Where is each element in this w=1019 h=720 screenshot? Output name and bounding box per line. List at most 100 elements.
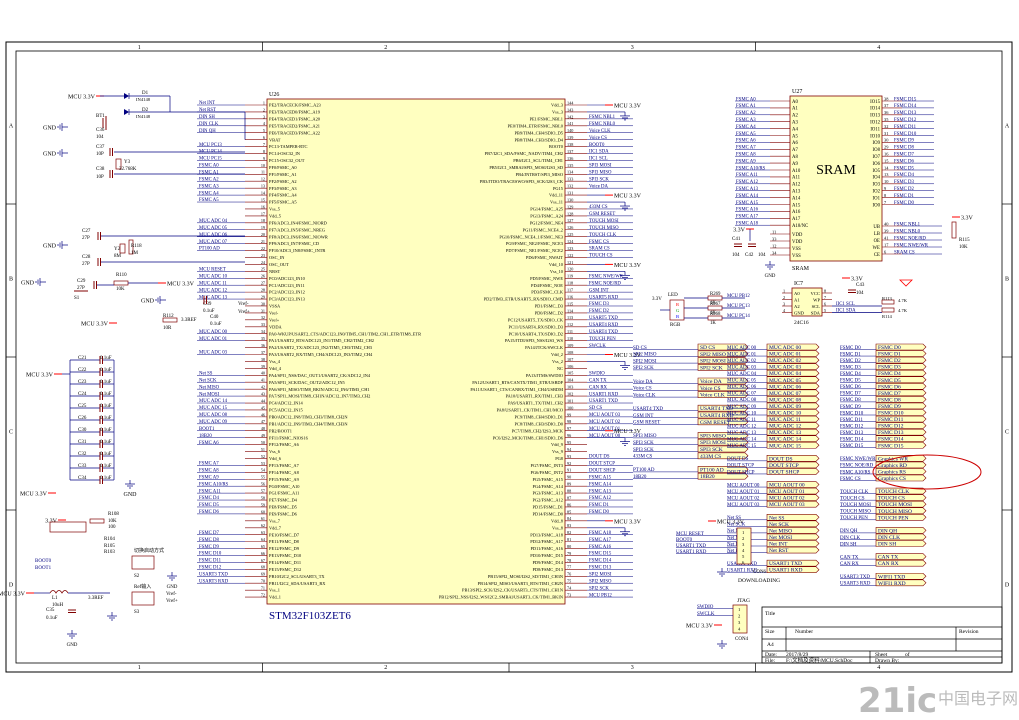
r108-resistor	[89, 518, 105, 524]
con6-net: USART1 TXD	[676, 544, 706, 549]
sram-pin-num: 31	[884, 131, 888, 136]
mcu-pin-num: 31	[261, 308, 265, 313]
net-flag-label: WIFI1 TXD	[878, 574, 905, 580]
mcu-pin-num: 92	[567, 461, 571, 466]
frame-row-right: A	[1005, 124, 1010, 130]
net-flag-label: MUC ADC 09	[769, 404, 801, 410]
gnd-symbol	[717, 640, 727, 649]
netmap-c-net: DIN QH	[840, 529, 858, 534]
decap-cap	[99, 392, 103, 400]
mcu-net-label: SPI3 MISO	[589, 171, 612, 176]
mcu-pin-label: PC10/USART4_TX/SDIO_D2	[509, 331, 563, 336]
mcu-pin-num: 143	[567, 107, 573, 112]
mcu-net-label: SPI2 MOSI	[589, 572, 612, 577]
vref-minus-label: Vref-	[166, 592, 177, 597]
mcu-pin-label: PG8	[555, 456, 564, 461]
mcu-pin-label: PB12/SPI2_NSS/I2S2_WS/I2C2_SMBAl/USART3_…	[439, 595, 564, 600]
net-flag-shape	[875, 350, 927, 357]
mcu-pin-label: PB6/I2C1_SCL/TIM4_CH1	[513, 158, 563, 163]
sram-pin-label: A12	[792, 183, 801, 188]
mcu-pin-label: PD7/FSMC_NE1/FSMC_NCE2	[506, 248, 563, 253]
decap-cap	[99, 452, 103, 460]
mcu-pin-label: PF12/FSMC_A6	[269, 442, 300, 447]
netmap-c-flag: FSMC D11	[875, 415, 927, 423]
mcu-pin-num: 133	[567, 177, 573, 182]
netmap-c-net: FSMC D3	[840, 365, 861, 370]
mcu-pin-label: PA2/USART2_TX/ADC123_IN2/TIM5_CH3/TIM2_C…	[269, 345, 373, 350]
mcu-pin-label: PG15	[553, 186, 564, 191]
net-flag-shape	[875, 402, 927, 410]
netmap-c-flag: FSMC D13	[875, 428, 927, 436]
con6-title: DOWNLOADING	[738, 578, 780, 584]
con6-net: USART1 RXD	[676, 550, 707, 555]
eeprom-ref: IC7	[794, 281, 803, 287]
tb-file-value: F:\文档及资料\MCU.SchDoc	[786, 656, 853, 664]
net-flag-label: TOUCH PEN	[878, 515, 909, 521]
sram-pin-num: 13	[884, 172, 889, 177]
netmap-b-net: MCU AOUT 00	[727, 483, 760, 488]
decap-ref: C34	[78, 476, 87, 481]
netmap-b-net: Net INT	[727, 542, 744, 547]
netmap-c-flag: Graphics WR	[875, 455, 927, 462]
mcu-pin-label: PC12/USART5_TX/SDIO_CK	[508, 317, 564, 322]
frame-col-top: 1	[138, 45, 141, 51]
mcu-net-label: MCU PC13	[199, 143, 222, 148]
mcu-net-label: DOUT SHCP	[589, 469, 616, 474]
y2-ref: Y2	[114, 247, 121, 252]
sram-net-label: FSMC A16	[736, 208, 759, 213]
mcu-net-label: FSMC A3	[199, 184, 219, 189]
mcu-pin-label: PC6/I2S2_MCK/TIM8_CH1/SDIO_D6	[493, 435, 564, 440]
mcu-pin-label: PE6/TRACED3/FSMC_A22	[269, 130, 320, 135]
highlight-circle	[872, 454, 982, 490]
vcc-symbol: MCU 3.3V	[605, 263, 642, 269]
frame-row-right: B	[1005, 277, 1009, 283]
mcu-net-label: MCU AOUT 02	[589, 420, 621, 425]
mcu-pin-num: 82	[567, 530, 571, 535]
mcu-pin-num: 69	[261, 572, 265, 577]
y2-crystal	[119, 243, 126, 254]
net-flag-shape	[697, 432, 749, 439]
gnd-symbol	[620, 361, 630, 370]
decap-cap	[99, 440, 103, 448]
netmap-c-net: FSMC D12	[840, 424, 864, 429]
mcu-net-label: MUC ADC 10	[199, 274, 228, 279]
sram-pin-label: A7	[792, 148, 798, 153]
frame-col-bottom: 3	[631, 665, 634, 671]
mcu-net-label: TOUCH CS	[589, 254, 613, 259]
mcu-pin-label: PE15/FSMC_D12	[269, 567, 301, 572]
net-flag-shape	[766, 422, 820, 429]
mcu-pin-label: PG4/FSMC_A14	[532, 484, 563, 489]
net-flag-label: CAN RX	[878, 561, 899, 567]
netmap-b-net: USART1 RXD	[727, 569, 758, 574]
mcu-pin-label: PC5/ADC12_IN15	[269, 408, 303, 413]
eeprom-pin-num: 3	[783, 301, 785, 306]
mcu-net-label: Voice CLK	[589, 129, 611, 134]
mcu-pin-num: 74	[567, 586, 572, 591]
eeprom-body	[791, 287, 823, 317]
mcu-pin-num: 62	[261, 523, 265, 528]
vcc-label: MCU 3.3V	[167, 282, 195, 288]
gnd-label: GND	[43, 126, 57, 132]
decap-cap	[99, 476, 103, 484]
net-flag-label: Net MISO	[769, 528, 792, 534]
led-res-ref: R267	[710, 302, 721, 307]
sram-pin-label: IO0	[873, 203, 881, 208]
sram-ctrl-label: UB	[873, 225, 880, 230]
sram-net-label: FSMC A11	[736, 173, 758, 178]
eeprom-net: IIC1 SDA	[836, 309, 856, 314]
net-flag-shape	[875, 409, 927, 416]
netmap-c-flag: FSMC D3	[875, 363, 927, 371]
sram-pin-label: IO2	[873, 190, 881, 195]
vcc-symbol: 3.3V	[952, 216, 974, 222]
tb-file-label: File:	[765, 658, 776, 664]
net-flag-label: MUC ADC 05	[769, 378, 801, 384]
mcu-pin-label: PG3/FSMC_A13	[532, 491, 563, 496]
mcu-pin-label: PA4/SPI1_NSS/DAC_OUT1/USART2_CK/ADC12_IN…	[269, 373, 371, 378]
netmap-b-net: DOUT STCP	[727, 464, 754, 469]
mcu-pin-num: 19	[261, 225, 265, 230]
r115-ref: R115	[959, 238, 970, 243]
eeprom-pin-label: A1	[794, 297, 800, 302]
mcu-pin-num: 66	[261, 551, 265, 556]
mcu-pin-label: PD4/FSMC_NOE	[531, 283, 563, 288]
sram-pin-label: IO6	[873, 162, 881, 167]
